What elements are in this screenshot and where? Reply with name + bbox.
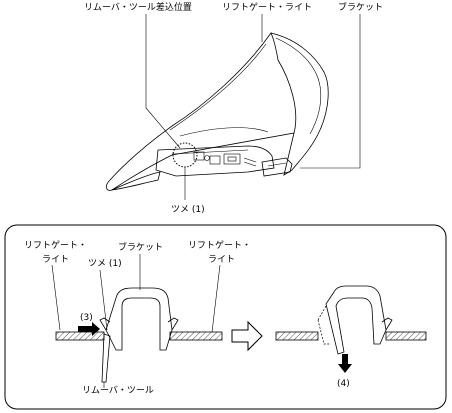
left-lamp-plate [55, 331, 105, 341]
after-right-tab [381, 317, 393, 331]
tab-location-marker [172, 142, 198, 168]
lamp-label: リフトゲート・ライト [222, 1, 312, 13]
lamp-body [106, 32, 329, 191]
tool-position-leader [145, 14, 181, 149]
tab-label-bottom: ツメ (1) [88, 259, 122, 269]
left-lamp-label-2: ライト [42, 254, 69, 265]
right-lamp-label-2: ライト [208, 254, 235, 265]
bracket-leader [300, 14, 361, 169]
step4-arrow [338, 354, 352, 373]
tab-leader-bottom [99, 269, 108, 331]
after-section: (4) [275, 285, 427, 389]
original-position-outline [317, 305, 330, 345]
bracket-label-bottom: ブラケット [118, 241, 163, 253]
step3-label: (3) [80, 313, 93, 323]
before-section: リフトゲート・ ライト ツメ (1) ブラケット リフトゲート・ ライト (3)… [24, 239, 251, 396]
transition-arrow [231, 320, 263, 352]
step3-arrow [78, 322, 100, 336]
left-tab [99, 317, 111, 331]
tool-label: リムーバ・ツール [82, 385, 154, 396]
left-lamp-label-1: リフトゲート・ [24, 239, 87, 251]
bracket-label: ブラケット [338, 1, 383, 13]
tool-position-label: リムーバ・ツール差込位置 [84, 1, 192, 13]
bracket-shape [105, 287, 173, 351]
left-lamp-leader [51, 264, 61, 331]
top-illustration: リムーバ・ツール差込位置 リフトゲート・ライト ブラケット [84, 1, 383, 215]
after-right-plate [385, 331, 427, 341]
detail-frame [4, 224, 447, 410]
removal-tool [101, 333, 111, 383]
right-tab [167, 317, 179, 331]
after-bracket-shape [325, 285, 387, 355]
right-lamp-leader [211, 264, 221, 333]
right-lamp-label-1: リフトゲート・ [188, 239, 251, 251]
tab-label: ツメ (1) [171, 205, 205, 215]
step4-label: (4) [337, 379, 350, 389]
after-left-plate [275, 331, 319, 341]
right-lamp-plate [169, 331, 223, 341]
